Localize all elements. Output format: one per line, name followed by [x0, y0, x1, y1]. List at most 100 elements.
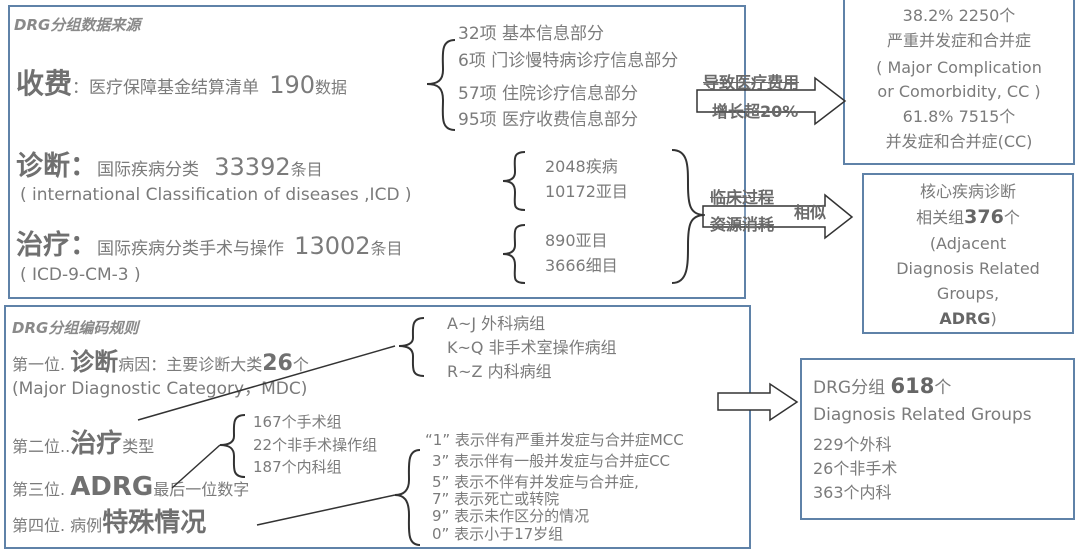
special-case-item: 0” 表示小于17岁组	[432, 525, 564, 543]
fee-item: 32项 基本信息部分	[458, 24, 605, 44]
cc-line: 61.8% 7515个	[902, 107, 1016, 126]
rule-position-1: 第一位. 诊断病因：主要诊断大类26个	[12, 350, 309, 375]
diagnosis-desc: 国际疾病分类	[97, 160, 199, 180]
special-case-item: “1” 表示伴有严重并发症与合并症MCC	[425, 431, 684, 449]
rule-position-2: 第二位..治疗类型	[12, 431, 154, 457]
pos3-rest: 最后一位数字	[153, 480, 250, 499]
pos2-prefix: 第二位..	[12, 437, 71, 456]
adrg-text: 相关组	[916, 208, 965, 227]
pos1-rest: 病因：主要诊断大类	[118, 355, 263, 374]
fee-desc: ：医疗保障基金结算清单	[72, 78, 260, 98]
brace-diagnosis-icon	[502, 151, 526, 211]
diagnosis-label: 诊断：	[16, 151, 97, 182]
coding-rule-title: DRG分组编码规则	[12, 319, 139, 337]
special-case-item: 5” 表示不伴有并发症与合并症,	[432, 473, 639, 491]
cc-line: ( Major Complication	[876, 58, 1042, 77]
fee-item: 57项 住院诊疗信息部分	[458, 84, 639, 104]
brace-treatment-type-icon	[219, 414, 246, 478]
connector-line	[137, 345, 396, 421]
drg-item: 229个外科	[813, 435, 892, 454]
data-source-box	[8, 5, 746, 299]
treatment-type-item: 22个非手术操作组	[253, 436, 378, 454]
coding-rule-box	[4, 305, 751, 549]
adrg-paren: )	[990, 309, 997, 328]
cc-line: 38.2% 2250个	[902, 6, 1016, 25]
special-case-item: 9” 表示未作区分的情况	[432, 507, 590, 525]
brace-treatment-icon	[502, 224, 526, 284]
adrg-count: 376	[964, 206, 1004, 228]
arrow-cost-icon	[696, 76, 847, 126]
adrg-line: Groups,	[936, 284, 1000, 303]
fee-count: 190	[269, 71, 315, 99]
arrow-clinical-text: 相似	[794, 203, 827, 222]
cc-line: 并发症和合并症(CC)	[885, 132, 1033, 151]
adrg-line: Diagnosis Related	[896, 259, 1040, 278]
pos2-rest: 类型	[122, 437, 155, 456]
treatment-row: 治疗：国际疾病分类手术与操作 13002条目	[16, 232, 403, 259]
drg-line: DRG分组 618个	[813, 376, 951, 397]
drg-count: 618	[890, 374, 935, 398]
diagnosis-unit: 条目	[290, 160, 323, 179]
mdc-item: R~Z 内科病组	[447, 362, 552, 381]
pos1-num: 26	[262, 351, 293, 376]
treatment-type-item: 167个手术组	[253, 413, 342, 431]
fee-label: 收费	[16, 67, 73, 100]
arrow-clinical-icon	[702, 193, 854, 240]
connector-line	[256, 494, 396, 526]
adrg-abbr: ADRG	[939, 309, 991, 328]
arrow-clinical-text: 临床过程	[710, 188, 775, 207]
adrg-line: (Adjacent	[929, 234, 1007, 253]
fee-row: 收费：医疗保障基金结算清单 190数据	[16, 70, 347, 98]
pos1-key: 诊断	[70, 348, 119, 376]
drg-item: 26个非手术	[813, 459, 898, 478]
mdc-item: K~Q 非手术室操作病组	[447, 338, 617, 357]
adrg-unit: 个	[1003, 208, 1020, 227]
rule-position-4: 第四位. 病例特殊情况	[12, 510, 206, 536]
arrow-drg-icon	[717, 382, 799, 422]
pos1-prefix: 第一位.	[12, 355, 71, 374]
fee-item: 6项 门诊慢特病诊疗信息部分	[458, 51, 679, 71]
brace-mdc-icon	[398, 317, 425, 377]
diagnosis-item: 10172亚目	[545, 182, 628, 201]
adrg-line: 相关组376个	[864, 208, 1072, 227]
adrg-line: 核心疾病诊断	[919, 182, 1016, 201]
treatment-desc: 国际疾病分类手术与操作	[97, 239, 284, 259]
drg-fullname: Diagnosis Related Groups	[813, 405, 1032, 425]
connector-line	[171, 444, 221, 489]
treatment-sub: ( ICD-9-CM-3 )	[20, 265, 141, 285]
drg-box: DRG分组 618个 Diagnosis Related Groups 229个…	[800, 358, 1075, 520]
treatment-count: 13002	[294, 232, 371, 260]
fee-item: 95项 医疗收费信息部分	[458, 110, 639, 130]
treatment-item: 890亚目	[545, 231, 608, 250]
fee-unit: 数据	[315, 78, 348, 97]
arrow-cost-text: 增长超20%	[712, 102, 799, 121]
special-case-item: 7” 表示死亡或转院	[432, 490, 560, 508]
drg-unit: 个	[934, 378, 952, 398]
diagnosis-item: 2048疾病	[545, 157, 618, 176]
pos4-key: 特殊情况	[102, 508, 207, 538]
brace-fee-icon	[426, 39, 456, 131]
pos3-prefix: 第三位.	[12, 480, 71, 499]
diagnosis-row: 诊断：国际疾病分类 33392条目	[16, 153, 323, 180]
arrow-cost-text: 导致医疗费用	[703, 73, 800, 92]
adrg-line: ADRG)	[864, 311, 1072, 327]
pos3-key: ADRG	[70, 472, 154, 502]
drg-item: 363个内科	[813, 483, 892, 502]
data-source-title: DRG分组数据来源	[14, 16, 141, 34]
adrg-box: 核心疾病诊断 相关组376个 (Adjacent Diagnosis Relat…	[862, 173, 1074, 334]
treatment-unit: 条目	[370, 239, 403, 258]
diagnosis-count: 33392	[214, 153, 291, 181]
brace-special-icon	[394, 449, 421, 546]
special-case-item: 3” 表示伴有一般并发症与合并症CC	[432, 452, 671, 470]
cc-line: or Comorbidity, CC )	[877, 82, 1041, 101]
diagnosis-sub: ( international Classification of diseas…	[20, 185, 412, 205]
pos1-unit: 个	[292, 355, 309, 374]
treatment-item: 3666细目	[545, 256, 618, 275]
mdc-item: A~J 外科病组	[447, 314, 546, 333]
arrow-clinical-text: 资源消耗	[710, 215, 775, 234]
pos2-key: 治疗	[70, 429, 123, 459]
drg-label: DRG分组	[813, 378, 891, 398]
rule-position-3: 第三位. ADRG最后一位数字	[12, 474, 249, 500]
